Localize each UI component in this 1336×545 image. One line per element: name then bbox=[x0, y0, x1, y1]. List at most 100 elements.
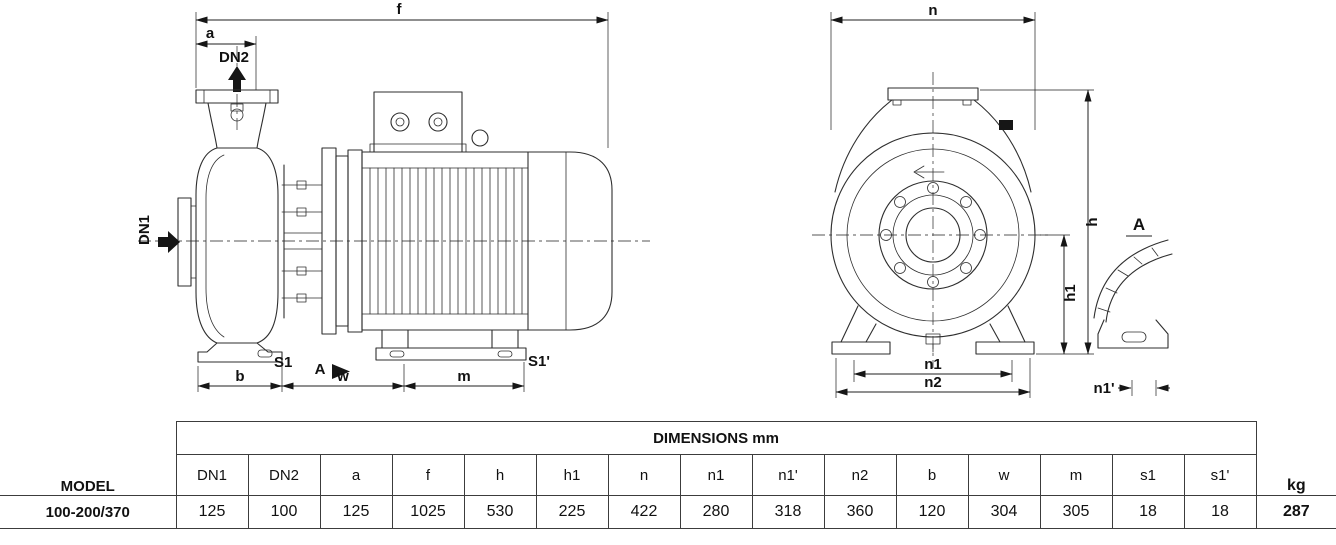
foot-strut bbox=[989, 305, 1026, 343]
base-slot bbox=[389, 350, 405, 358]
front-feet bbox=[831, 305, 1035, 355]
col-header-s1: s1 bbox=[1111, 454, 1185, 496]
dim-label-dn1: DN1 bbox=[136, 215, 153, 245]
dim-label-s1-prime: S1' bbox=[528, 353, 550, 370]
discharge-flange bbox=[195, 89, 279, 122]
bolt-circle bbox=[894, 196, 906, 208]
casing-neck bbox=[256, 102, 267, 149]
bolt-circle bbox=[927, 276, 939, 288]
dim-n1-n2: n1 n2 bbox=[835, 356, 1031, 398]
col-header-h: h bbox=[463, 454, 537, 496]
terminal-box-base bbox=[369, 143, 467, 153]
value-m: 305 bbox=[1039, 495, 1113, 529]
casing-neck bbox=[973, 99, 1032, 193]
bolt-circle bbox=[960, 262, 972, 274]
suction-flange bbox=[177, 197, 197, 287]
shaft-bore bbox=[905, 207, 961, 263]
value-f: 1025 bbox=[391, 495, 465, 529]
cable-gland bbox=[428, 112, 448, 132]
dn1-flow-arrow-icon bbox=[158, 231, 180, 253]
bolt-circle bbox=[960, 196, 972, 208]
wall-arc bbox=[1093, 239, 1169, 319]
dim-label-h: h bbox=[1084, 217, 1101, 226]
dn2-flow-arrow-icon bbox=[228, 66, 246, 92]
bolt-circle bbox=[894, 262, 906, 274]
rotation-arrow-icon bbox=[913, 165, 945, 179]
col-header-w: w bbox=[967, 454, 1041, 496]
motor-foot bbox=[381, 329, 409, 349]
col-header-f: f bbox=[391, 454, 465, 496]
col-header-m: m bbox=[1039, 454, 1113, 496]
value-n: 422 bbox=[607, 495, 681, 529]
value-w: 304 bbox=[967, 495, 1041, 529]
volute-inner-line bbox=[205, 154, 225, 338]
dim-label-h1: h1 bbox=[1062, 284, 1079, 302]
eyebolt-base bbox=[230, 103, 244, 112]
nut bbox=[296, 207, 307, 217]
pump-side-view: f a DN2 DN1 bbox=[136, 1, 650, 392]
kg-value: 287 bbox=[1255, 495, 1336, 529]
casing-neck bbox=[207, 102, 218, 149]
casing-outline bbox=[830, 132, 1036, 338]
foot-outline bbox=[197, 342, 283, 363]
foot-pad bbox=[975, 341, 1035, 355]
pump-casing bbox=[195, 102, 279, 344]
col-header-n: n bbox=[607, 454, 681, 496]
pump-front-view: n bbox=[812, 2, 1101, 398]
value-n1: 280 bbox=[679, 495, 753, 529]
section-hatching bbox=[1097, 247, 1159, 313]
col-header-s1-prime: s1' bbox=[1183, 454, 1257, 496]
col-header-b: b bbox=[895, 454, 969, 496]
dim-h: h bbox=[980, 89, 1101, 355]
value-b: 120 bbox=[895, 495, 969, 529]
bolt-circle bbox=[880, 229, 892, 241]
plug bbox=[999, 120, 1013, 130]
kg-header: kg bbox=[1255, 421, 1336, 496]
model-value: 100-200/370 bbox=[0, 495, 177, 529]
view-direction-arrow-icon bbox=[332, 364, 350, 379]
dim-label-n1-prime: n1' bbox=[1093, 380, 1114, 397]
nut bbox=[296, 266, 307, 276]
flange-plate bbox=[195, 89, 279, 104]
value-s1: 18 bbox=[1111, 495, 1185, 529]
base-slot bbox=[497, 350, 513, 358]
bolt-circle bbox=[974, 229, 986, 241]
foot-pad bbox=[831, 341, 891, 355]
cable-gland bbox=[390, 112, 410, 132]
foot-strut bbox=[840, 305, 877, 343]
flange-bolt bbox=[892, 99, 902, 106]
motor-base bbox=[375, 347, 527, 361]
col-header-h1: h1 bbox=[535, 454, 609, 496]
dim-label-b: b bbox=[235, 368, 244, 385]
col-header-a: a bbox=[319, 454, 393, 496]
casing-neck bbox=[834, 99, 893, 193]
shaft-flange-inner bbox=[892, 194, 974, 276]
col-header-n1: n1 bbox=[679, 454, 753, 496]
wall-arc bbox=[1105, 253, 1173, 323]
detail-a-title: A bbox=[1133, 215, 1145, 234]
dim-label-n: n bbox=[928, 2, 937, 19]
eyebolt-ring bbox=[230, 108, 244, 122]
motor-foot bbox=[491, 329, 519, 349]
nut bbox=[296, 180, 307, 190]
fan-cover bbox=[527, 151, 613, 331]
foot-section bbox=[1097, 319, 1169, 349]
value-dn1: 125 bbox=[175, 495, 249, 529]
col-header-dn2: DN2 bbox=[247, 454, 321, 496]
dim-label-n1: n1 bbox=[924, 356, 942, 373]
dim-h1: h1 bbox=[1040, 234, 1079, 355]
dim-n: n bbox=[830, 2, 1036, 130]
pump-foot bbox=[197, 342, 283, 363]
cable-gland bbox=[395, 117, 405, 127]
value-h1: 225 bbox=[535, 495, 609, 529]
cooling-fins bbox=[369, 167, 523, 315]
bearing-bracket bbox=[281, 147, 349, 335]
nut bbox=[296, 293, 307, 303]
model-header: MODEL bbox=[0, 421, 177, 496]
value-dn2: 100 bbox=[247, 495, 321, 529]
flange-bolt bbox=[962, 99, 972, 106]
casing-front bbox=[830, 87, 1036, 338]
pump-technical-drawing: f a DN2 DN1 bbox=[136, 1, 1173, 398]
dim-n1-prime: n1' bbox=[1093, 380, 1170, 397]
dim-label-a: a bbox=[206, 25, 215, 42]
